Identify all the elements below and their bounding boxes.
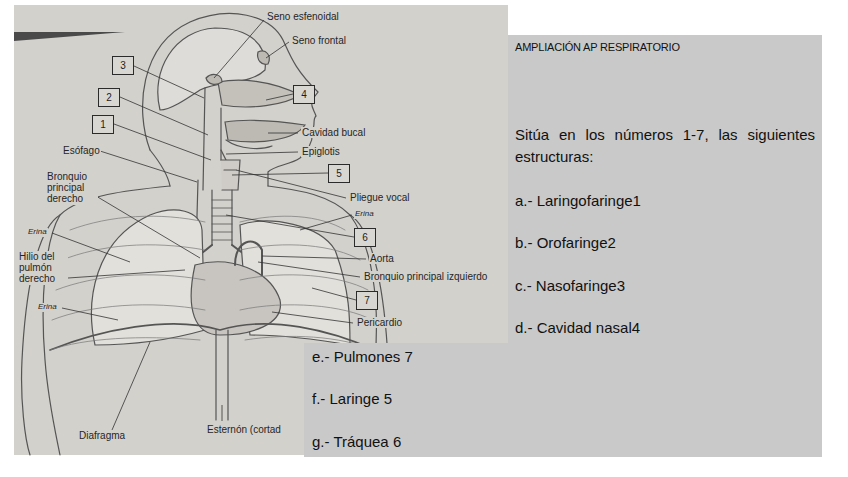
part-label: Esternón (cortad: [206, 424, 282, 435]
part-label: Bronquio principal derecho: [46, 171, 98, 205]
leader-line: [134, 66, 204, 98]
part-label: Seno esfenoidal: [266, 11, 340, 22]
page-title: AMPLIACIÓN AP RESPIRATORIO: [515, 41, 680, 54]
leader-line: [272, 312, 353, 323]
leader-line: [266, 94, 293, 100]
part-label: Aorta: [369, 253, 395, 264]
trachea: [212, 190, 232, 245]
leader-line: [62, 308, 118, 320]
callout-box: 5: [328, 164, 350, 183]
leader-line: [96, 196, 200, 258]
callout-box: 1: [92, 115, 114, 134]
part-label: Esófago: [62, 145, 101, 156]
exercise-text: b.- Orofaringe2: [515, 232, 616, 254]
leader-line: [262, 256, 366, 259]
sphenoid-sinus: [206, 75, 222, 85]
part-label: Diafragma: [78, 430, 126, 441]
frontal-sinus: [258, 51, 270, 64]
exercise-text: a.- Laringofaringe1: [515, 190, 641, 212]
callout-number: 6: [362, 232, 368, 243]
book-edge: [14, 32, 125, 41]
leader-line: [120, 97, 208, 135]
part-label: Epiglotis: [301, 146, 341, 157]
epiglottis: [221, 150, 226, 160]
callout-box: 7: [356, 291, 378, 310]
exercise-text: Sitúa en los números 1-7, las siguientes…: [515, 124, 815, 168]
leader-line: [68, 270, 185, 278]
callout-number: 1: [100, 119, 106, 130]
callout-box: 3: [112, 56, 134, 75]
callout-box: 4: [293, 85, 315, 104]
callout-box: 6: [354, 228, 376, 247]
exercise-text: g.- Tráquea 6: [312, 431, 401, 453]
sternum: [216, 330, 228, 420]
exercise-text: f.- Laringe 5: [312, 388, 392, 410]
callout-number: 2: [106, 92, 112, 103]
part-label: Pliegue vocal: [349, 192, 410, 203]
callout-number: 3: [120, 60, 126, 71]
pharynx: [203, 88, 221, 190]
leader-line: [226, 152, 298, 154]
leader-line: [214, 20, 264, 78]
leader-line: [100, 151, 197, 182]
leader-line: [266, 42, 289, 58]
part-label: Hilio del pulmón derecho: [18, 251, 68, 285]
nasal-cavity: [218, 80, 300, 107]
trachea-rings: [212, 200, 232, 240]
leader-line: [300, 215, 352, 230]
tongue: [226, 140, 272, 148]
part-label: Cavidad bucal: [301, 127, 366, 138]
part-label: Bronquio principal izquierdo: [363, 271, 488, 282]
leader-line: [232, 173, 328, 175]
vocal-fold: [224, 169, 236, 170]
callout-number: 5: [336, 168, 342, 179]
leader-line: [114, 124, 211, 160]
leader-line: [222, 405, 223, 421]
callout-number: 4: [301, 89, 307, 100]
ribs-right: [50, 216, 205, 350]
callout-box: 2: [98, 88, 120, 107]
text-panel: Sitúa en los números 1-7, las siguientes…: [508, 35, 822, 343]
leader-line: [258, 262, 360, 277]
callout-number: 7: [364, 295, 370, 306]
leader-line: [226, 215, 354, 237]
part-label: Erina: [354, 210, 375, 219]
text-panel: e.- Pulmones 7 f.- Laringe 5 g.- Tráquea 6: [304, 343, 822, 457]
part-label: Erina: [37, 303, 58, 312]
oral-cavity: [225, 120, 305, 142]
exercise-text: d.- Cavidad nasal4: [515, 317, 640, 339]
part-label: Erina: [27, 228, 48, 237]
leader-line: [268, 133, 298, 134]
exercise-text: c.- Nasofaringe3: [515, 275, 625, 297]
leader-line: [112, 342, 150, 430]
part-label: Pericardio: [356, 317, 403, 328]
part-label: Seno frontal: [291, 35, 347, 46]
leader-line: [312, 288, 356, 300]
exercise-text: e.- Pulmones 7: [312, 346, 413, 368]
